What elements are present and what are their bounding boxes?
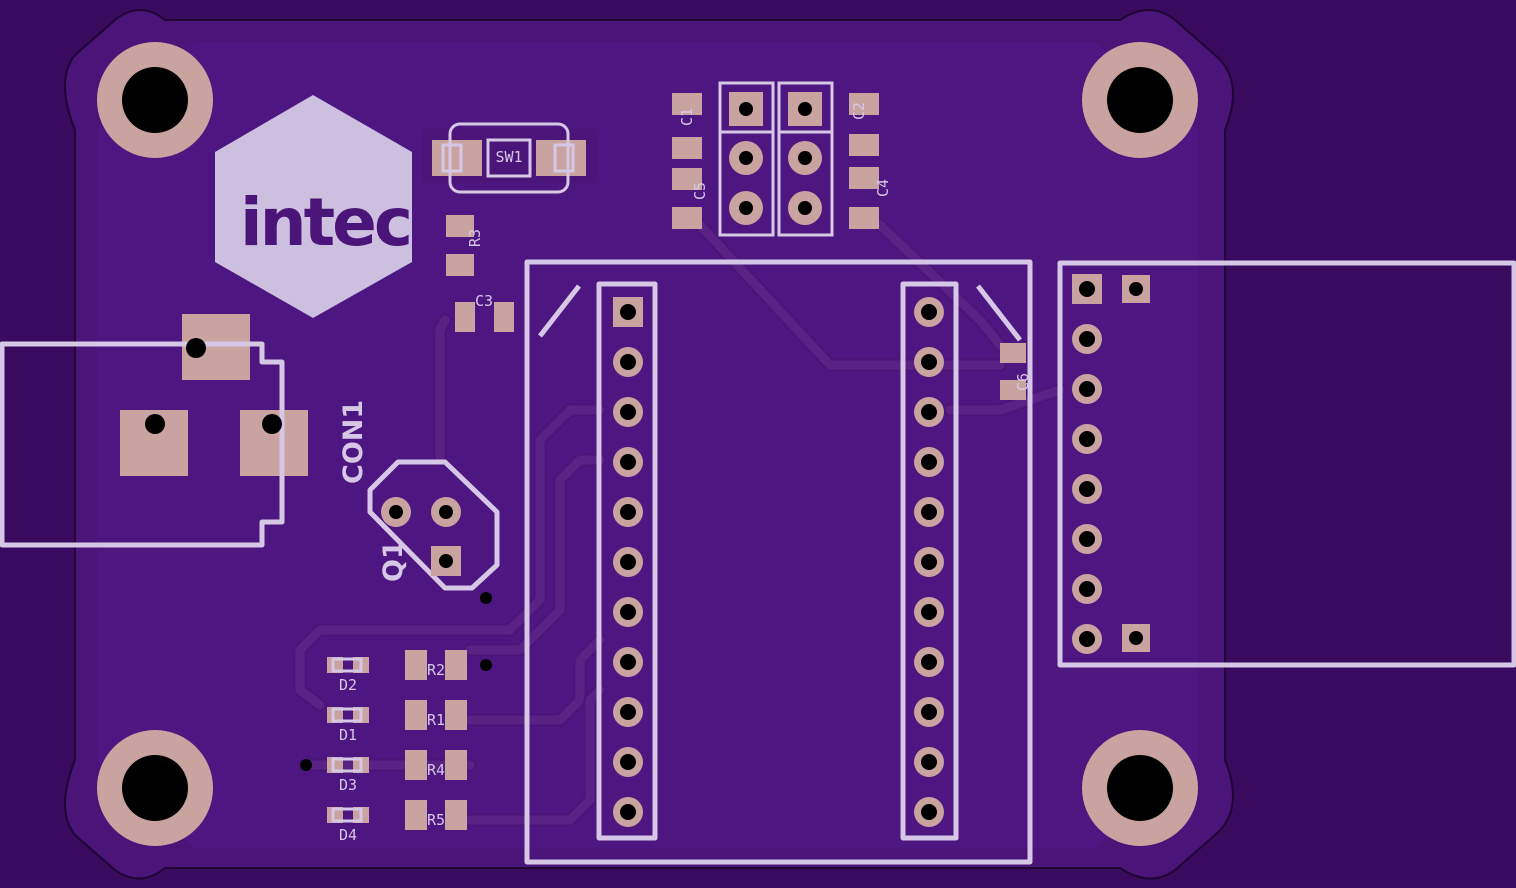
mcu-left-pin-3 bbox=[613, 397, 643, 427]
logo-text: intec bbox=[240, 184, 410, 261]
label-sw1: SW1 bbox=[495, 148, 522, 166]
label-r4: R4 bbox=[427, 761, 445, 779]
mcu-right-pin-8 bbox=[914, 647, 944, 677]
resistor-r4: R4 bbox=[405, 750, 467, 780]
mcu-right-pin-1 bbox=[914, 297, 944, 327]
side-pin-7 bbox=[1072, 574, 1102, 604]
mcu-left-pin-8 bbox=[613, 647, 643, 677]
label-c1: C1 bbox=[678, 108, 696, 126]
capacitor-c3: C3 bbox=[455, 292, 514, 332]
mcu-right-pin-4 bbox=[914, 447, 944, 477]
resistor-r2: R2 bbox=[405, 650, 492, 680]
mounting-hole-top-left bbox=[97, 42, 213, 158]
mcu-left-pin-9 bbox=[613, 697, 643, 727]
mounting-hole-top-right bbox=[1082, 42, 1198, 158]
mounting-hole-bottom-left bbox=[97, 730, 213, 846]
jumper-header-left bbox=[718, 81, 775, 237]
regulator-q1: Q1 bbox=[367, 459, 500, 604]
intec-logo: intec bbox=[215, 95, 413, 318]
mounting-hole-bottom-right bbox=[1082, 730, 1198, 846]
side-pin-6 bbox=[1072, 524, 1102, 554]
label-q1: Q1 bbox=[378, 540, 409, 582]
label-con1: CON1 bbox=[338, 400, 369, 484]
mcu-left-pin-7 bbox=[613, 597, 643, 627]
label-d2: D2 bbox=[339, 676, 357, 694]
mcu-left-pin-6 bbox=[613, 547, 643, 577]
mcu-left-pin-5 bbox=[613, 497, 643, 527]
led-d1: D1 bbox=[327, 707, 369, 744]
side-pin-8 bbox=[1072, 624, 1102, 654]
side-pin-4 bbox=[1072, 424, 1102, 454]
label-r2: R2 bbox=[427, 661, 445, 679]
led-d2: D2 bbox=[327, 657, 369, 694]
resistor-r1: R1 bbox=[405, 700, 467, 730]
label-c5: C5 bbox=[691, 182, 709, 200]
mcu-left-pin-1 bbox=[613, 297, 643, 327]
label-r3: R3 bbox=[466, 229, 484, 247]
label-r5: R5 bbox=[427, 811, 445, 829]
switch-sw1: SW1 bbox=[422, 122, 597, 194]
mcu-right-pin-7 bbox=[914, 597, 944, 627]
label-c2: C2 bbox=[850, 102, 868, 120]
label-c3: C3 bbox=[475, 292, 493, 310]
label-d3: D3 bbox=[339, 776, 357, 794]
side-pin-5 bbox=[1072, 474, 1102, 504]
side-module-footprint bbox=[1057, 260, 1516, 668]
resistor-r5: R5 bbox=[405, 800, 467, 830]
capacitor-c6: C6 bbox=[1000, 343, 1032, 400]
side-pin-3 bbox=[1072, 374, 1102, 404]
mcu-pin-header-left bbox=[613, 297, 643, 827]
label-c6: C6 bbox=[1014, 373, 1032, 391]
mcu-right-pin-6 bbox=[914, 547, 944, 577]
mcu-left-pin-4 bbox=[613, 447, 643, 477]
label-r1: R1 bbox=[427, 711, 445, 729]
mcu-right-pin-11 bbox=[914, 797, 944, 827]
side-pin-2 bbox=[1072, 324, 1102, 354]
capacitors-c2-c4: C2 C4 bbox=[849, 93, 892, 229]
resistor-r3: R3 bbox=[446, 215, 484, 276]
mcu-right-pin-5 bbox=[914, 497, 944, 527]
label-d4: D4 bbox=[339, 826, 357, 844]
mcu-right-pin-9 bbox=[914, 697, 944, 727]
side-pin-header bbox=[1072, 274, 1102, 654]
label-d1: D1 bbox=[339, 726, 357, 744]
mcu-left-pin-2 bbox=[613, 347, 643, 377]
led-d4: D4 bbox=[327, 807, 369, 844]
mcu-module-footprint bbox=[524, 259, 1033, 865]
jumper-header-right bbox=[777, 81, 834, 237]
capacitors-c1-c5: C1 C5 bbox=[672, 93, 709, 229]
mcu-left-pin-11 bbox=[613, 797, 643, 827]
mcu-pin-header-right bbox=[914, 297, 944, 827]
mcu-right-pin-10 bbox=[914, 747, 944, 777]
connector-con1: CON1 bbox=[0, 314, 369, 548]
side-pin-1 bbox=[1072, 274, 1102, 304]
mcu-right-pin-3 bbox=[914, 397, 944, 427]
label-c4: C4 bbox=[874, 179, 892, 197]
mcu-right-pin-2 bbox=[914, 347, 944, 377]
mcu-left-pin-10 bbox=[613, 747, 643, 777]
led-d3: D3 bbox=[300, 757, 369, 794]
